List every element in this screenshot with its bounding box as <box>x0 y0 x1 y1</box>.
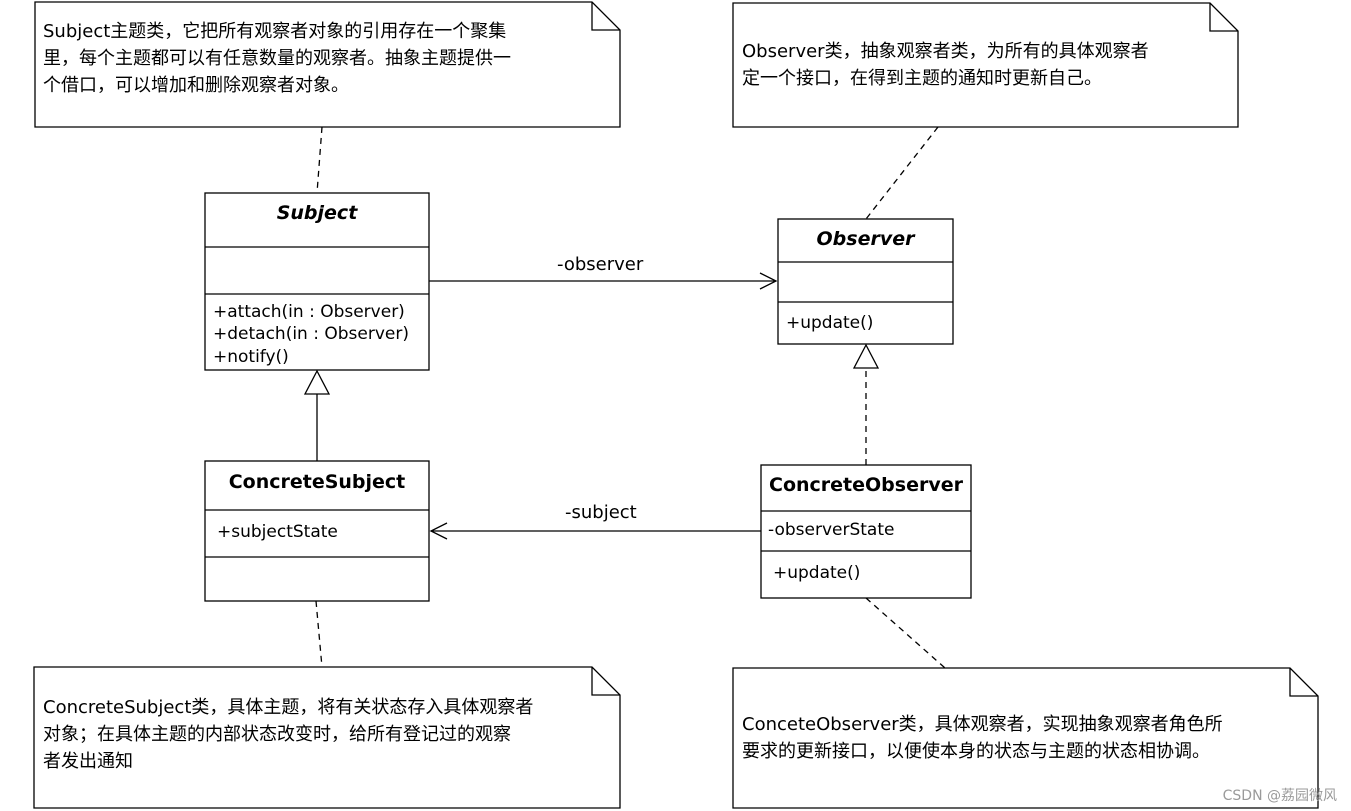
class-concrete-subject-box <box>204 460 430 602</box>
note-concrete-observer-text: ConceteObserver类，具体观察者，实现抽象观察者角色所 要求的更新接… <box>742 714 1223 762</box>
association-label-observer: -observer <box>557 254 644 275</box>
note-observer-shape <box>732 2 1239 128</box>
note-concrete-subject-shape <box>33 666 621 809</box>
class-subject-box <box>204 192 430 371</box>
association-label-subject: -subject <box>565 502 637 523</box>
note-observer-text: Observer类，抽象观察者类，为所有的具体观察者 定一个接口，在得到主题的通… <box>742 41 1149 89</box>
realization-concrete-observer-observer <box>852 343 880 465</box>
class-subject-operation: +attach(in : Observer) <box>213 302 405 322</box>
note-concrete-observer-shape <box>732 667 1319 809</box>
note-concrete-observer-anchor <box>865 597 946 669</box>
class-concrete-observer-name: ConcreteObserver <box>769 474 963 496</box>
note-observer-anchor <box>865 126 939 220</box>
note-subject-shape <box>34 1 621 128</box>
class-subject-operation: +notify() <box>213 347 289 367</box>
note-concrete-subject-fold <box>591 667 620 696</box>
class-concrete-subject-attribute: +subjectState <box>217 522 338 542</box>
association-concrete-observer-concrete-subject <box>429 522 761 540</box>
note-concrete-observer-fold <box>1289 668 1318 697</box>
note-subject-text: Subject主题类，它把所有观察者对象的引用存在一个聚集 里，每个主题都可以有… <box>43 21 511 96</box>
class-subject-operation: +detach(in : Observer) <box>213 324 409 344</box>
watermark: CSDN @荔园微风 <box>1222 788 1337 804</box>
class-subject-name: Subject <box>276 202 358 224</box>
class-concrete-observer-attribute: -observerState <box>768 520 895 540</box>
note-concrete-subject-text: ConcreteSubject类，具体主题，将有关状态存入具体观察者 对象；在具… <box>43 697 534 772</box>
class-observer-name: Observer <box>816 228 915 250</box>
note-concrete-subject-anchor <box>315 600 323 668</box>
note-subject-anchor <box>316 126 323 194</box>
class-observer-operation: +update() <box>786 313 874 333</box>
association-subject-observer <box>429 272 778 290</box>
class-concrete-subject-name: ConcreteSubject <box>228 471 406 493</box>
class-concrete-observer-operation: +update() <box>773 563 861 583</box>
class-observer-box <box>777 218 954 345</box>
class-concrete-observer-box <box>760 464 972 599</box>
note-subject-fold <box>591 2 620 31</box>
note-observer-fold <box>1209 3 1238 32</box>
generalization-concrete-subject-subject <box>303 369 331 461</box>
